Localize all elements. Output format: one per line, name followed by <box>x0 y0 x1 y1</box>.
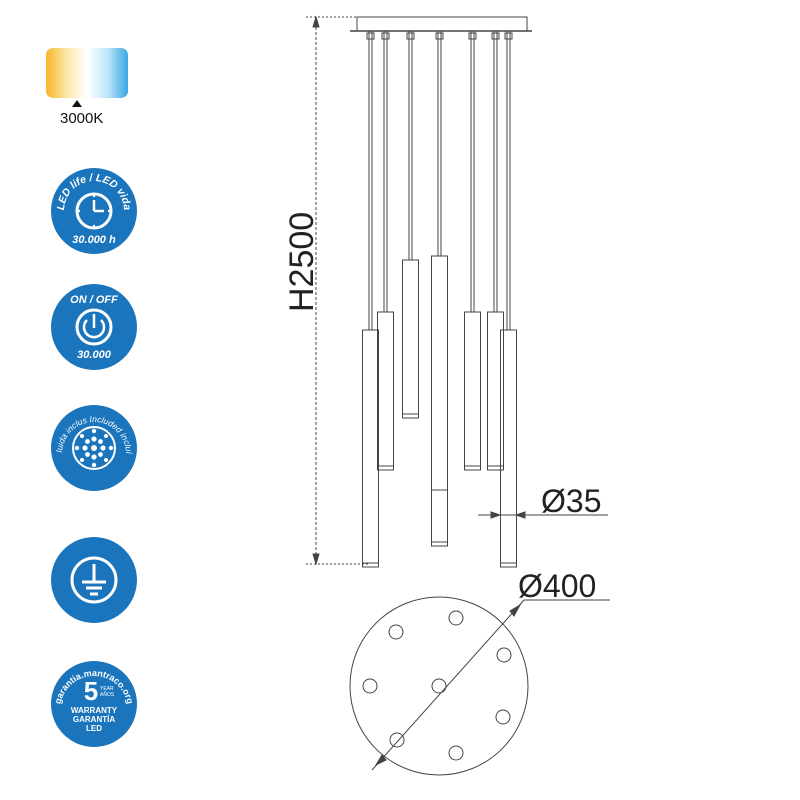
warranty-line-1: WARRANTY <box>71 706 118 715</box>
on-off-title: ON / OFF <box>70 294 118 306</box>
earth-class-badge <box>50 536 138 624</box>
cable-clamp <box>381 32 390 40</box>
pendant-tube <box>500 329 517 568</box>
warranty-years-caption: YEAR <box>100 686 114 692</box>
cable-clamp <box>406 32 415 40</box>
warranty-years: 5 <box>84 676 98 706</box>
pendant-tube <box>362 329 379 568</box>
warranty-years-caption-es: AÑOS <box>100 691 115 698</box>
tube-diameter-label: Ø35 <box>541 483 601 519</box>
warranty-line-2: GARANTÍA <box>73 715 115 724</box>
pendant-tube <box>402 259 419 419</box>
cable-holes <box>362 610 512 761</box>
canopy-diameter-label: Ø400 <box>518 568 596 604</box>
warranty-badge: garantia.mantraco.org 5 YEAR AÑOS WARRAN… <box>50 660 138 748</box>
cable-clamp <box>366 32 375 40</box>
cable-clamp <box>504 32 513 40</box>
height-label: H2500 <box>283 212 321 312</box>
led-life-badge: LED life / LED vida 30.000 h <box>50 167 138 255</box>
kelvin-pointer-icon <box>72 100 82 107</box>
ground-symbol-icon <box>70 556 118 604</box>
pendant-tube <box>431 255 448 547</box>
led-included-badge: incluida inclus Included incluída <box>50 404 138 492</box>
cable-clamp <box>491 32 500 40</box>
led-cluster-icon <box>72 426 116 470</box>
on-off-value: 30.000 <box>77 349 112 361</box>
canopy-plan-circle <box>349 596 529 776</box>
color-temperature-label: 3000K <box>60 110 104 127</box>
pendant-tubes <box>362 31 517 568</box>
clock-icon <box>75 192 113 230</box>
feature-badges: 3000K LED life / LED vida 30.000 h <box>0 0 180 800</box>
on-off-badge: ON / OFF 30.000 <box>50 283 138 371</box>
canopy-diameter-dimension-line <box>371 599 525 771</box>
pendant-tube <box>487 311 504 471</box>
pendant-tube <box>464 311 481 471</box>
ceiling-canopy <box>356 16 528 32</box>
led-life-value: 30.000 h <box>72 234 116 246</box>
cable-clamp <box>468 32 477 40</box>
pendant-tube <box>377 311 394 471</box>
warranty-line-3: LED <box>86 724 102 733</box>
cable-clamp <box>435 32 444 40</box>
power-icon <box>75 308 113 346</box>
color-temperature-swatch <box>46 48 128 98</box>
